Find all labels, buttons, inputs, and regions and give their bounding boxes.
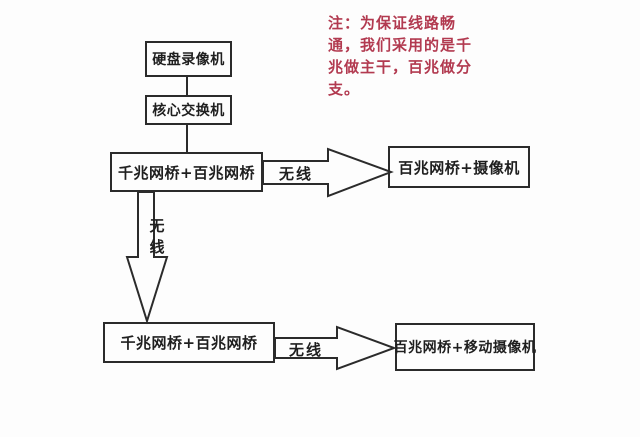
connector-dvr-to-switch	[186, 77, 188, 95]
block-arrow-right-top-icon	[262, 147, 394, 198]
edge-label-wireless-top: 无线	[278, 165, 313, 183]
node-core-switch: 核心交换机	[145, 95, 232, 125]
note-line: 注：为保证线路畅	[328, 14, 457, 32]
note-line: 通，我们采用的是千	[328, 36, 473, 54]
connector-switch-to-bridge	[186, 125, 188, 152]
node-gigabit-bridge-bottom: 千兆网桥+百兆网桥	[103, 322, 275, 363]
block-arrow-right-bottom-icon	[274, 325, 397, 371]
note-line: 兆做主干，百兆做分	[328, 58, 473, 76]
node-hdd-recorder: 硬盘录像机	[145, 41, 232, 77]
node-bridge-mobile-camera: 百兆网桥+移动摄像机	[394, 323, 536, 371]
edge-label-wireless-down: 无线	[149, 217, 165, 256]
note-line: 支。	[328, 80, 361, 98]
annotation-note: 注：为保证线路畅 通，我们采用的是千 兆做主干，百兆做分 支。	[328, 12, 488, 100]
block-arrow-down-icon	[125, 191, 169, 325]
node-gigabit-bridge-top: 千兆网桥+百兆网桥	[110, 152, 263, 192]
edge-label-wireless-bottom: 无线	[288, 341, 323, 359]
node-bridge-camera: 百兆网桥+摄像机	[388, 146, 530, 188]
